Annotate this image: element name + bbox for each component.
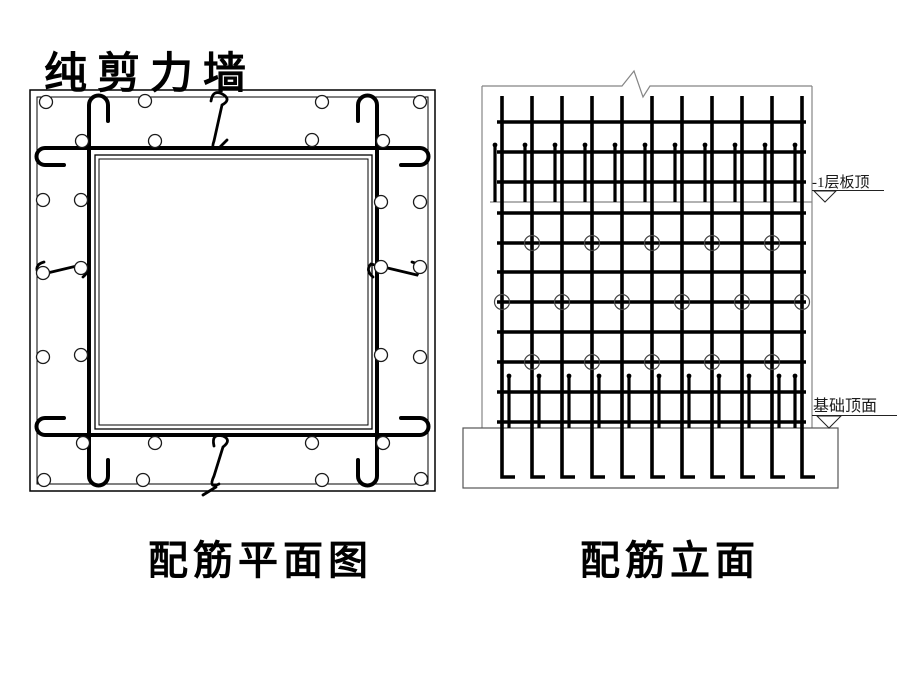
elevation-lap-bars [492, 142, 798, 428]
plan-vertical-bar-circles [35, 93, 429, 488]
elevation-tie-circles [493, 234, 811, 371]
elevation-vertical-bars [500, 96, 815, 479]
level-marker-triangle-icon [812, 190, 838, 203]
plan-core-opening [94, 154, 373, 430]
plan-drawing [29, 89, 436, 497]
elevation-horizontal-bars [497, 120, 806, 424]
elevation-caption: 配筋立面 [580, 538, 760, 583]
level-annotation-label: -1层板顶 [812, 173, 870, 191]
foundation-marker-triangle-icon [815, 415, 843, 429]
plan-wall-bars [34, 93, 431, 488]
elevation-drawing [462, 69, 839, 489]
foundation-annotation: 基础顶面 [812, 397, 897, 429]
level-annotation: -1层板顶 [812, 173, 884, 203]
plan-border [29, 89, 436, 492]
foundation-annotation-label: 基础顶面 [813, 397, 877, 415]
plan-caption: 配筋平面图 [148, 538, 373, 583]
